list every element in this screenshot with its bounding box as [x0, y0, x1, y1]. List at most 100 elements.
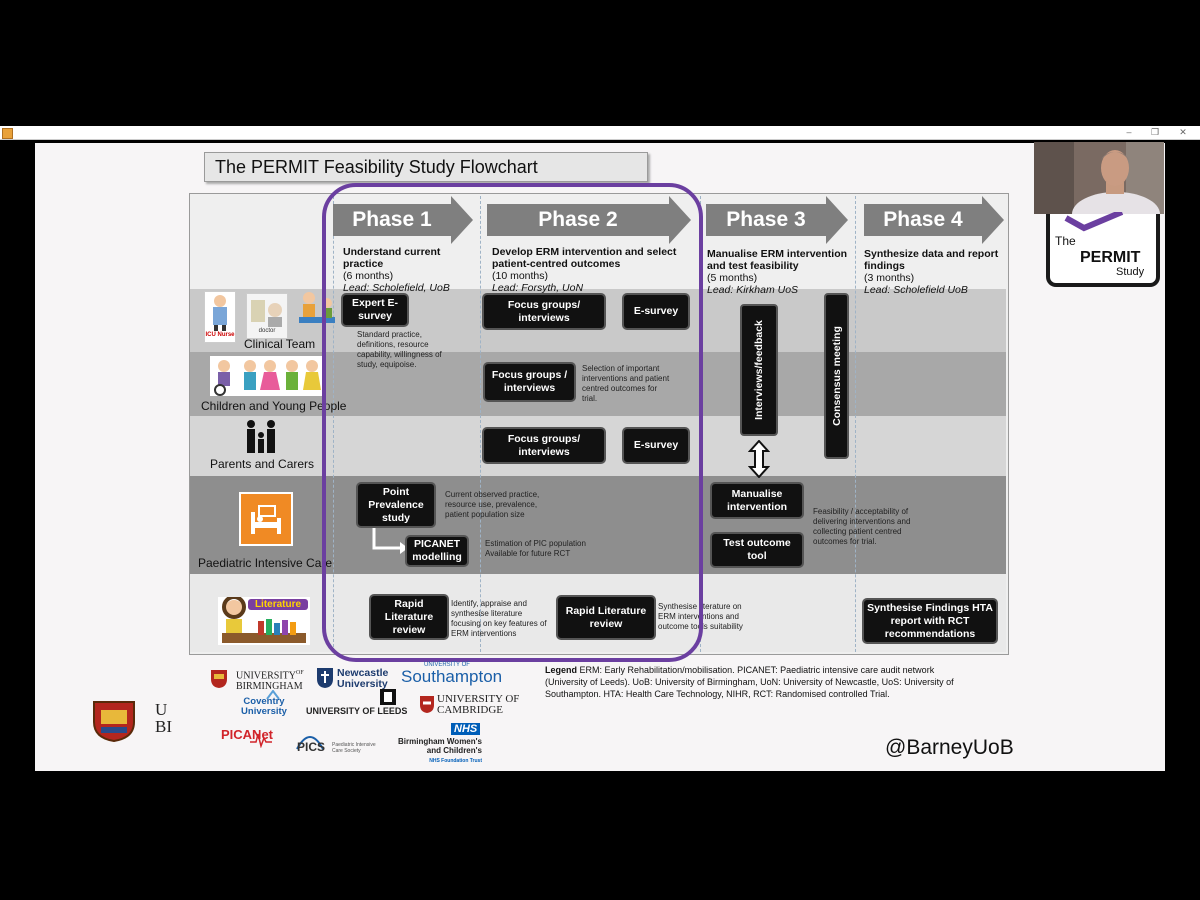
manualise-intervention-box: Manualise intervention — [710, 482, 804, 519]
phase-1-description: Understand current practice(6 months)Lea… — [343, 246, 473, 294]
phase-1-goal: Understand current practice — [343, 246, 441, 270]
phase-1-duration: (6 months) — [343, 270, 394, 282]
webcam-video — [1034, 142, 1164, 214]
hospital-bed-icon — [239, 492, 293, 546]
phase-2-duration: (10 months) — [492, 270, 549, 282]
picanet-logo: PICANet — [221, 727, 274, 742]
phase-2-description: Develop ERM intervention and select pati… — [492, 246, 692, 294]
phase-1-label: Phase 1 — [352, 208, 432, 231]
cambridge-crest-icon — [419, 695, 435, 714]
row-label-pic: Paediatric Intensive Care — [198, 556, 333, 570]
presenter-video-icon — [1034, 142, 1164, 214]
point-prevalence-box: Point Prevalence study — [356, 482, 436, 528]
permit-study-logo: The PERMIT Study — [1046, 212, 1160, 287]
phase-4-label: Phase 4 — [883, 208, 963, 231]
icu-nurse-illustration: ICU Nurse — [204, 291, 236, 343]
interviews-feedback-label: Interviews/feedback — [753, 320, 765, 420]
team-illustration — [295, 289, 339, 335]
phase-4-arrow: Phase 4 — [864, 196, 1004, 244]
literature-illustration: Literature — [218, 595, 310, 645]
children-illustration — [210, 356, 322, 396]
focus-groups-children-box: Focus groups / interviews — [483, 362, 576, 402]
close-button[interactable]: ✕ — [1179, 127, 1187, 137]
expert-esurvey-note: Standard practice, definitions, resource… — [357, 330, 442, 369]
phase-1-lead: Lead: Scholefield, UoB — [343, 282, 450, 294]
picanet-modelling-box: PICANET modelling — [405, 535, 469, 567]
leeds-mark-icon — [380, 689, 396, 705]
rapid-literature-review-1-box: Rapid Literature review — [369, 594, 449, 640]
newcastle-logo: Newcastle University — [337, 667, 389, 690]
southampton-logo: Southampton — [401, 667, 503, 686]
restore-button[interactable]: ❐ — [1150, 127, 1160, 137]
permit-tick-icon — [1064, 212, 1124, 232]
focus-groups-clinical-box: Focus groups/ interviews — [482, 293, 606, 330]
coventry-logo: Coventry University — [241, 696, 287, 717]
crest-partial-bi: BI — [155, 717, 172, 736]
feasibility-note: Feasibility / acceptability of deliverin… — [813, 507, 911, 546]
icu-nurse-caption: ICU Nurse — [205, 332, 235, 338]
minimize-button[interactable]: – — [1126, 127, 1132, 137]
doctor-caption: doctor — [258, 328, 276, 334]
test-outcome-tool-box: Test outcome tool — [710, 532, 804, 568]
purple-highlight-outline — [322, 183, 703, 662]
parents-silhouette-icon — [243, 419, 279, 455]
phase-3-arrow: Phase 3 — [706, 196, 848, 244]
row-band-pic — [190, 476, 1006, 574]
row-label-children: Children and Young People — [201, 399, 347, 413]
phase-3-duration: (5 months) — [707, 272, 758, 284]
phase-2-arrow: Phase 2 — [487, 196, 691, 244]
birmingham-crest-icon — [91, 700, 137, 743]
children-note: Selection of important interventions and… — [582, 364, 670, 403]
literature-badge: Literature — [248, 599, 308, 610]
pics-arc-icon — [296, 736, 324, 750]
newcastle-crest-icon — [316, 667, 334, 689]
phase-2-goal: Develop ERM intervention and select pati… — [492, 246, 677, 270]
interviews-feedback-box: Interviews/feedback — [740, 304, 778, 436]
legend-text: Legend ERM: Early Rehabilitation/mobilis… — [545, 664, 975, 700]
pics-subtitle: Paediatric Intensive Care Society — [332, 742, 376, 754]
phase-2-lead: Lead: Forsyth, UoN — [492, 282, 584, 294]
prevalence-to-picanet-arrow — [372, 528, 408, 554]
row-label-clinical: Clinical Team — [244, 337, 316, 351]
legend-body: ERM: Early Rehabilitation/mobilisation. … — [545, 665, 954, 699]
phase-divider — [480, 196, 481, 652]
window-titlebar: – ❐ ✕ — [0, 126, 1200, 140]
consensus-meeting-label: Consensus meeting — [830, 326, 843, 426]
synthesise-findings-box: Synthesise Findings HTA report with RCT … — [862, 598, 998, 644]
app-icon — [2, 128, 13, 139]
focus-groups-parents-box: Focus groups/ interviews — [482, 427, 606, 464]
rapid-review-1-note: Identify, appraise and synthesise litera… — [451, 599, 547, 638]
phase-4-duration: (3 months) — [864, 272, 915, 284]
row-label-parents: Parents and Carers — [210, 457, 315, 471]
phase-2-label: Phase 2 — [538, 208, 618, 231]
nhs-logo: NHS — [451, 723, 481, 735]
permit-logo-the: The — [1055, 234, 1076, 248]
coventry-mark-icon — [266, 687, 280, 700]
pics-logo: PICS — [297, 740, 326, 754]
esurvey-clinical-box: E-survey — [622, 293, 690, 330]
slide-title-box: The PERMIT Feasibility Study Flowchart — [204, 152, 648, 182]
permit-logo-study: Study — [1116, 266, 1145, 278]
phase-3-lead: Lead: Kirkham UoS — [707, 284, 799, 296]
southampton-logo-small: UNIVERSITY OF — [424, 662, 470, 668]
slide-title: The PERMIT Feasibility Study Flowchart — [215, 157, 538, 177]
permit-logo-name: PERMIT — [1080, 249, 1141, 266]
esurvey-parents-box: E-survey — [622, 427, 690, 464]
birmingham-logo-of: OF — [296, 670, 304, 676]
phase-4-goal: Synthesize data and report findings — [864, 248, 999, 272]
doctor-illustration: doctor — [246, 293, 288, 339]
phase-3-label: Phase 3 — [726, 208, 806, 231]
expert-esurvey-box: Expert E-survey — [341, 293, 409, 327]
phase-divider — [333, 196, 334, 652]
twitter-handle: @BarneyUoB — [885, 736, 1014, 759]
uob-small-crest-icon — [210, 669, 228, 689]
phase-3-goal: Manualise ERM intervention and test feas… — [707, 248, 848, 272]
double-arrow-icon — [748, 440, 770, 478]
rapid-literature-review-2-box: Rapid Literature review — [556, 595, 656, 640]
picanet-note: Estimation of PIC population Available f… — [485, 539, 586, 558]
consensus-meeting-box: Consensus meeting — [824, 293, 849, 459]
crest-partial-u: U — [155, 700, 168, 719]
